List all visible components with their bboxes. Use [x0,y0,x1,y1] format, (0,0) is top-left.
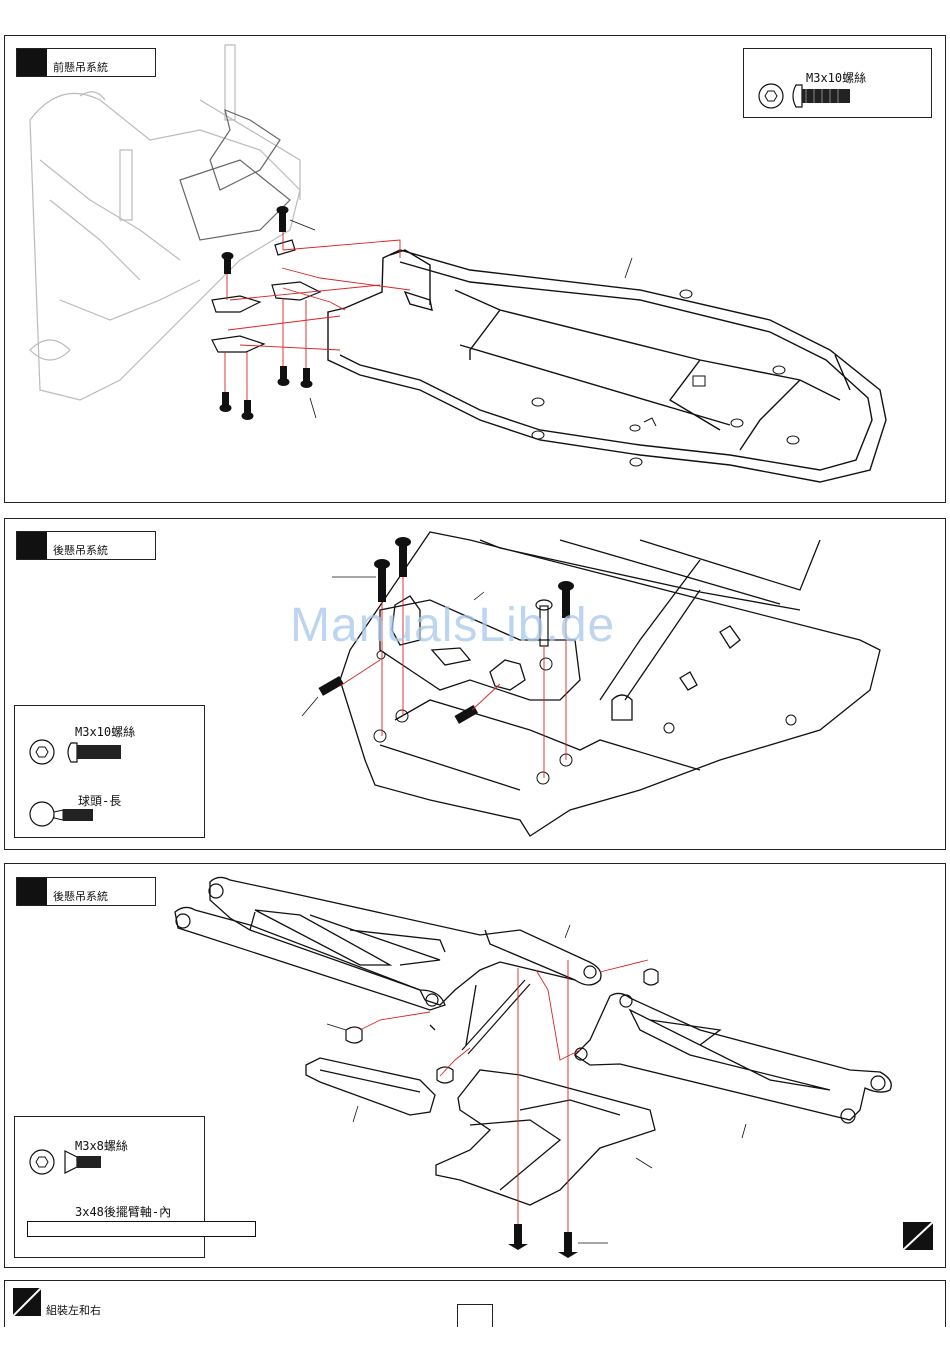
page-tab [457,1304,493,1327]
next-step-marker [903,1222,933,1250]
footer-title: 組裝左和右 [46,1302,101,1318]
rear-arms-diagram [0,0,950,1280]
footer-step-marker [13,1288,41,1316]
